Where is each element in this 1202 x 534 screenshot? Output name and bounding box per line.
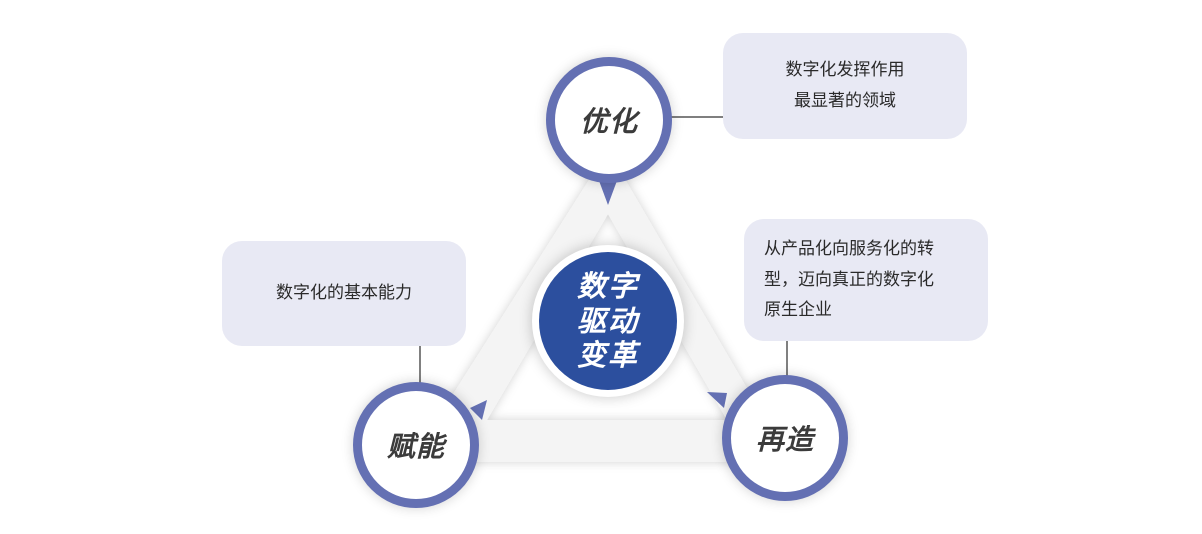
note-top-line: 数字化发挥作用 <box>785 60 905 81</box>
node-rebuild-label: 再造 <box>755 423 814 456</box>
node-rebuild: 再造 <box>722 375 848 501</box>
pointer-right <box>707 392 727 408</box>
note-left-line: 数字化的基本能力 <box>276 283 412 304</box>
note-top: 数字化发挥作用 最显著的领域 <box>723 33 967 139</box>
node-empower-label: 赋能 <box>386 430 445 463</box>
note-right-line: 型，迈向真正的数字化 <box>764 269 934 290</box>
note-right-line: 从产品化向服务化的转 <box>764 239 934 260</box>
note-right-line: 原生企业 <box>764 300 832 321</box>
triangle-band <box>410 150 790 462</box>
note-right: 从产品化向服务化的转 型，迈向真正的数字化 原生企业 <box>744 219 988 341</box>
center-core: 数字 驱动 变革 <box>539 252 677 390</box>
center-line: 数字 <box>576 268 639 303</box>
node-optimize-label: 优化 <box>579 105 638 138</box>
pointer-left <box>470 400 487 420</box>
note-top-line: 最显著的领域 <box>794 91 896 111</box>
note-left: 数字化的基本能力 <box>222 241 466 346</box>
pointer-top <box>598 178 618 205</box>
node-optimize: 优化 <box>546 57 672 183</box>
center-line: 驱动 <box>576 303 639 338</box>
center-line: 变革 <box>576 338 639 373</box>
center-circle: 数字 驱动 变革 <box>532 245 684 397</box>
node-empower: 赋能 <box>353 382 479 508</box>
